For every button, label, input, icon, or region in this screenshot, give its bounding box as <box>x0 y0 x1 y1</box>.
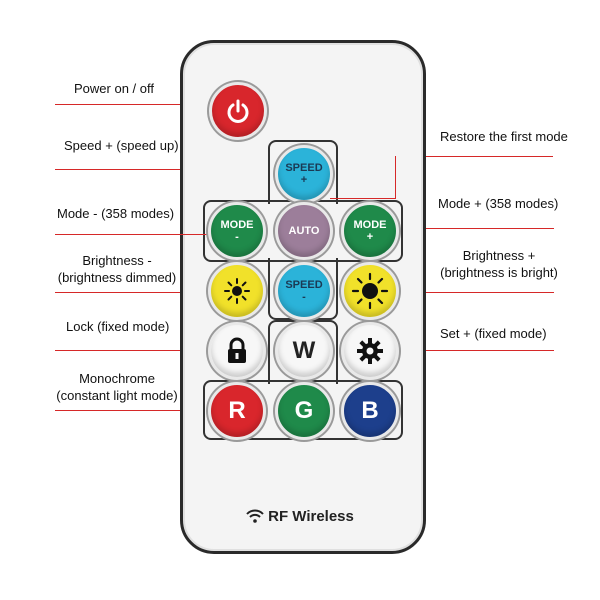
speed-down-label: SPEED <box>285 279 323 291</box>
w-outline <box>268 320 338 384</box>
speed-down-text: SPEED - <box>285 279 322 303</box>
power-button[interactable] <box>209 82 267 140</box>
green-button[interactable]: G <box>275 382 333 440</box>
mode-plus-label: MODE <box>353 219 387 231</box>
sun-large-icon <box>351 272 389 310</box>
label-mode-minus: Mode - (358 modes) <box>57 206 175 221</box>
red-button[interactable]: R <box>208 382 266 440</box>
label-brightness-plus-line1: Brightness + <box>462 248 536 263</box>
mode-minus-sign: - <box>235 231 239 243</box>
brightness-minus-button[interactable] <box>208 262 266 320</box>
leader-line-brightness-minus <box>55 292 225 293</box>
mode-plus-sign: + <box>366 231 374 243</box>
label-brightness-plus: Brightness + (brightness is bright) <box>437 247 561 281</box>
white-label: W <box>292 337 316 364</box>
leader-line-set <box>370 350 554 351</box>
speed-up-text: SPEED + <box>285 162 322 186</box>
wifi-icon <box>246 509 264 523</box>
blue-button[interactable]: B <box>341 382 399 440</box>
leader-line-restore-h <box>395 156 553 157</box>
mode-plus-button[interactable]: MODE + <box>341 202 399 260</box>
mode-minus-button[interactable]: MODE - <box>208 202 266 260</box>
power-icon <box>227 99 249 123</box>
speed-down-button[interactable]: SPEED - <box>275 262 333 320</box>
leader-line-mode-minus <box>55 234 215 235</box>
brightness-plus-button[interactable] <box>341 262 399 320</box>
leader-line-mode-minus-inner <box>180 234 215 235</box>
brand-text: RF Wireless <box>268 508 354 525</box>
label-monochrome: Monochrome (constant light mode) <box>52 370 182 404</box>
auto-label: AUTO <box>288 225 320 237</box>
speed-down-sign: - <box>302 291 306 303</box>
label-monochrome-line1: Monochrome <box>79 371 155 386</box>
blue-label: B <box>361 397 379 424</box>
sun-small-icon <box>224 278 250 304</box>
lock-button[interactable] <box>208 322 266 380</box>
leader-line-brightness-plus <box>374 292 554 293</box>
gear-icon <box>357 338 383 364</box>
lock-icon <box>228 337 246 363</box>
label-brightness-plus-line2: (brightness is bright) <box>440 265 558 280</box>
label-lock: Lock (fixed mode) <box>66 319 170 334</box>
white-button[interactable]: W <box>275 322 333 380</box>
auto-button[interactable]: AUTO <box>275 202 333 260</box>
speed-up-label: SPEED <box>285 162 323 174</box>
mode-plus-text: MODE + <box>354 219 387 243</box>
brand-label: RF Wireless <box>0 508 600 525</box>
label-brightness-minus-line1: Brightness - <box>82 253 152 268</box>
mode-minus-label: MODE <box>220 219 254 231</box>
label-speed-up: Speed + (speed up) <box>64 138 179 153</box>
leader-line-speed-up <box>55 169 280 170</box>
label-set: Set + (fixed mode) <box>440 326 547 341</box>
leader-line-restore-diag <box>330 198 396 199</box>
mode-minus-text: MODE - <box>221 219 254 243</box>
speed-up-sign: + <box>300 174 308 186</box>
label-monochrome-line2: (constant light mode) <box>56 388 178 403</box>
label-brightness-minus: Brightness - (brightness dimmed) <box>56 252 178 286</box>
label-restore: Restore the first mode <box>440 129 568 144</box>
cross-outline-top <box>268 140 338 204</box>
speed-up-button[interactable]: SPEED + <box>275 145 333 203</box>
leader-line-power <box>55 104 207 105</box>
green-label: G <box>294 397 314 424</box>
leader-line-monochrome <box>55 410 240 411</box>
red-label: R <box>228 397 246 424</box>
set-button[interactable] <box>341 322 399 380</box>
label-brightness-minus-line2: (brightness dimmed) <box>57 270 177 285</box>
label-mode-plus: Mode + (358 modes) <box>438 196 559 211</box>
label-power: Power on / off <box>74 81 154 96</box>
leader-line-mode-plus <box>384 228 554 229</box>
leader-line-restore-v <box>395 156 396 198</box>
leader-line-lock <box>55 350 235 351</box>
